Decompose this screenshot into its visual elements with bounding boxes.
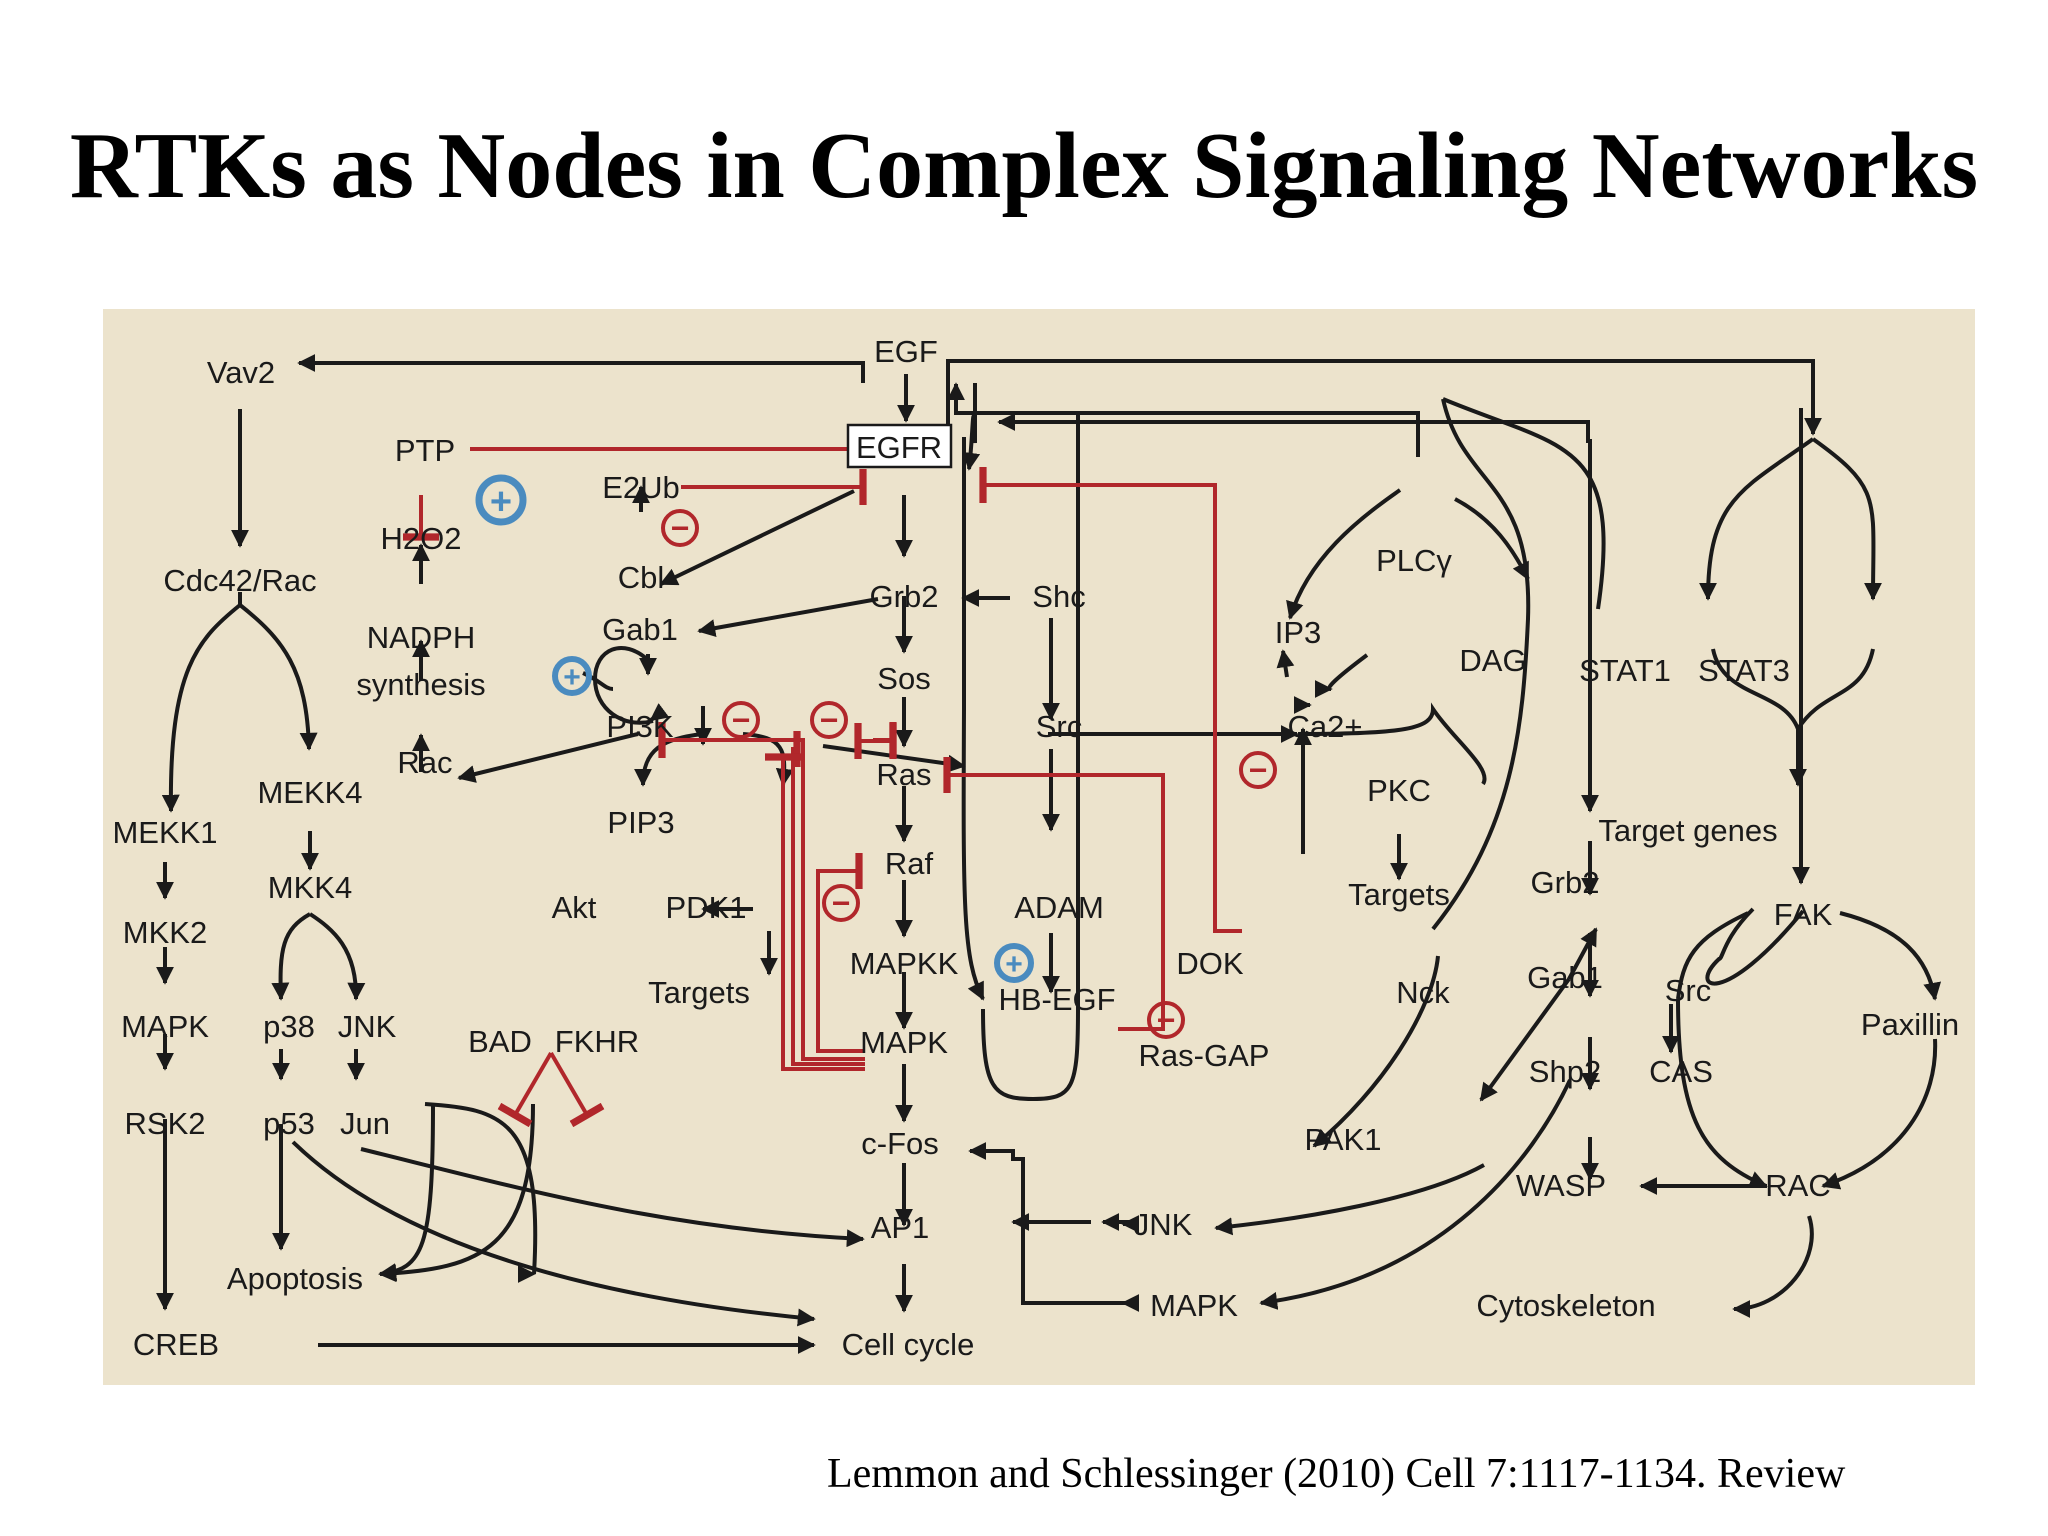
svg-text:−: − <box>1157 1002 1176 1038</box>
egfr-box <box>846 423 953 469</box>
svg-text:+: + <box>1005 948 1023 981</box>
node-cas: CAS <box>1649 1054 1713 1089</box>
node-dok: DOK <box>1176 946 1244 981</box>
node-dag: DAG <box>1459 643 1526 678</box>
node-creb: CREB <box>133 1327 219 1362</box>
node-jun: Jun <box>340 1106 390 1141</box>
signaling-network-figure: + + + − − − − − <box>103 309 1975 1385</box>
node-p38: p38 <box>263 1009 315 1044</box>
feedback-symbols: + + + − − − − − <box>475 474 1277 1039</box>
node-gab1-right: Gab1 <box>1527 960 1603 995</box>
node-synthesis: synthesis <box>356 667 485 702</box>
node-labels: EGF EGFR Vav2 PTP E2Ub H2O2 Cbl Cdc42/Ra… <box>112 334 1959 1362</box>
node-targets-pkc: Targets <box>1348 877 1450 912</box>
positive-feedback-icon: + <box>475 474 527 526</box>
node-sos: Sos <box>877 661 930 696</box>
node-src: Src <box>1036 709 1083 744</box>
svg-text:−: − <box>1249 752 1268 788</box>
negative-feedback-icon: − <box>822 884 860 922</box>
node-pi3k: PI3K <box>606 709 674 744</box>
node-bad: BAD <box>468 1024 532 1059</box>
node-mapk-center: MAPK <box>860 1025 948 1060</box>
node-egfr: EGFR <box>856 430 942 465</box>
slide-title: RTKs as Nodes in Complex Signaling Netwo… <box>69 114 1979 218</box>
node-pak1: PAK1 <box>1305 1122 1382 1157</box>
node-wasp: WASP <box>1516 1168 1606 1203</box>
node-e2ub: E2Ub <box>602 470 680 505</box>
svg-text:+: + <box>490 481 512 523</box>
node-targets-pdk1: Targets <box>648 975 750 1010</box>
node-mkk4: MKK4 <box>268 870 352 905</box>
node-ip3: IP3 <box>1275 615 1322 650</box>
positive-feedback-icon: + <box>994 943 1034 983</box>
svg-text:−: − <box>832 885 851 921</box>
node-rac-right: RAC <box>1765 1168 1830 1203</box>
node-ca2: Ca2+ <box>1288 709 1363 744</box>
node-cdc42-rac: Cdc42/Rac <box>163 563 316 598</box>
node-pdk1: PDK1 <box>666 890 747 925</box>
node-grb2-right: Grb2 <box>1531 865 1600 900</box>
svg-text:−: − <box>732 702 751 738</box>
network-diagram: + + + − − − − − <box>112 334 1959 1362</box>
inhibition-lines <box>403 431 1242 1128</box>
node-cell-cycle: Cell cycle <box>842 1327 975 1362</box>
node-adam: ADAM <box>1014 890 1104 925</box>
node-ras-gap: Ras-GAP <box>1139 1038 1270 1073</box>
negative-feedback-icon: − <box>661 509 699 547</box>
node-apoptosis: Apoptosis <box>227 1261 363 1296</box>
node-hb-egf: HB-EGF <box>998 982 1115 1017</box>
node-raf: Raf <box>885 846 934 881</box>
node-fak: FAK <box>1774 897 1833 932</box>
node-shp2: Shp2 <box>1529 1054 1601 1089</box>
svg-text:−: − <box>820 702 839 738</box>
node-mekk1: MEKK1 <box>112 815 217 850</box>
node-nck: Nck <box>1396 975 1450 1010</box>
node-jnk-left: JNK <box>338 1009 397 1044</box>
node-target-genes: Target genes <box>1598 813 1777 848</box>
node-mapkk: MAPKK <box>850 946 959 981</box>
node-rac: Rac <box>397 745 452 780</box>
node-plcg: PLCγ <box>1376 543 1452 578</box>
node-stat3: STAT3 <box>1698 653 1790 688</box>
node-grb2: Grb2 <box>870 579 939 614</box>
node-src-right: Src <box>1665 973 1712 1008</box>
node-rsk2: RSK2 <box>125 1106 206 1141</box>
node-fkhr: FKHR <box>555 1024 639 1059</box>
activation-arrows <box>156 354 1942 1354</box>
node-ptp: PTP <box>395 433 455 468</box>
node-cytoskeleton: Cytoskeleton <box>1476 1288 1655 1323</box>
node-mapk-left: MAPK <box>121 1009 209 1044</box>
node-stat1: STAT1 <box>1579 653 1671 688</box>
node-mkk2: MKK2 <box>123 915 207 950</box>
node-p53: p53 <box>263 1106 315 1141</box>
svg-text:−: − <box>671 510 690 546</box>
node-ap1: AP1 <box>871 1210 930 1245</box>
node-mapk-bottom: MAPK <box>1150 1288 1238 1323</box>
node-akt: Akt <box>552 890 597 925</box>
negative-feedback-icon: − <box>722 701 760 739</box>
node-egf: EGF <box>874 334 938 369</box>
svg-text:+: + <box>563 661 581 694</box>
node-vav2: Vav2 <box>207 355 275 390</box>
node-jnk-center: JNK <box>1134 1207 1193 1242</box>
node-pkc: PKC <box>1367 773 1431 808</box>
node-nadph: NADPH <box>367 620 476 655</box>
negative-feedback-icon: − <box>1239 751 1277 789</box>
node-mekk4: MEKK4 <box>257 775 362 810</box>
negative-feedback-icon: − <box>1147 1001 1185 1039</box>
node-c-fos: c-Fos <box>861 1126 939 1161</box>
node-ras: Ras <box>876 757 931 792</box>
node-paxillin: Paxillin <box>1861 1007 1959 1042</box>
node-shc: Shc <box>1032 579 1085 614</box>
node-gab1: Gab1 <box>602 612 678 647</box>
citation: Lemmon and Schlessinger (2010) Cell 7:11… <box>827 1451 1846 1497</box>
node-cbl: Cbl <box>618 560 665 595</box>
node-h2o2: H2O2 <box>381 521 462 556</box>
positive-feedback-icon: + <box>552 656 592 696</box>
node-pip3: PIP3 <box>607 805 674 840</box>
negative-feedback-icon: − <box>810 701 848 739</box>
